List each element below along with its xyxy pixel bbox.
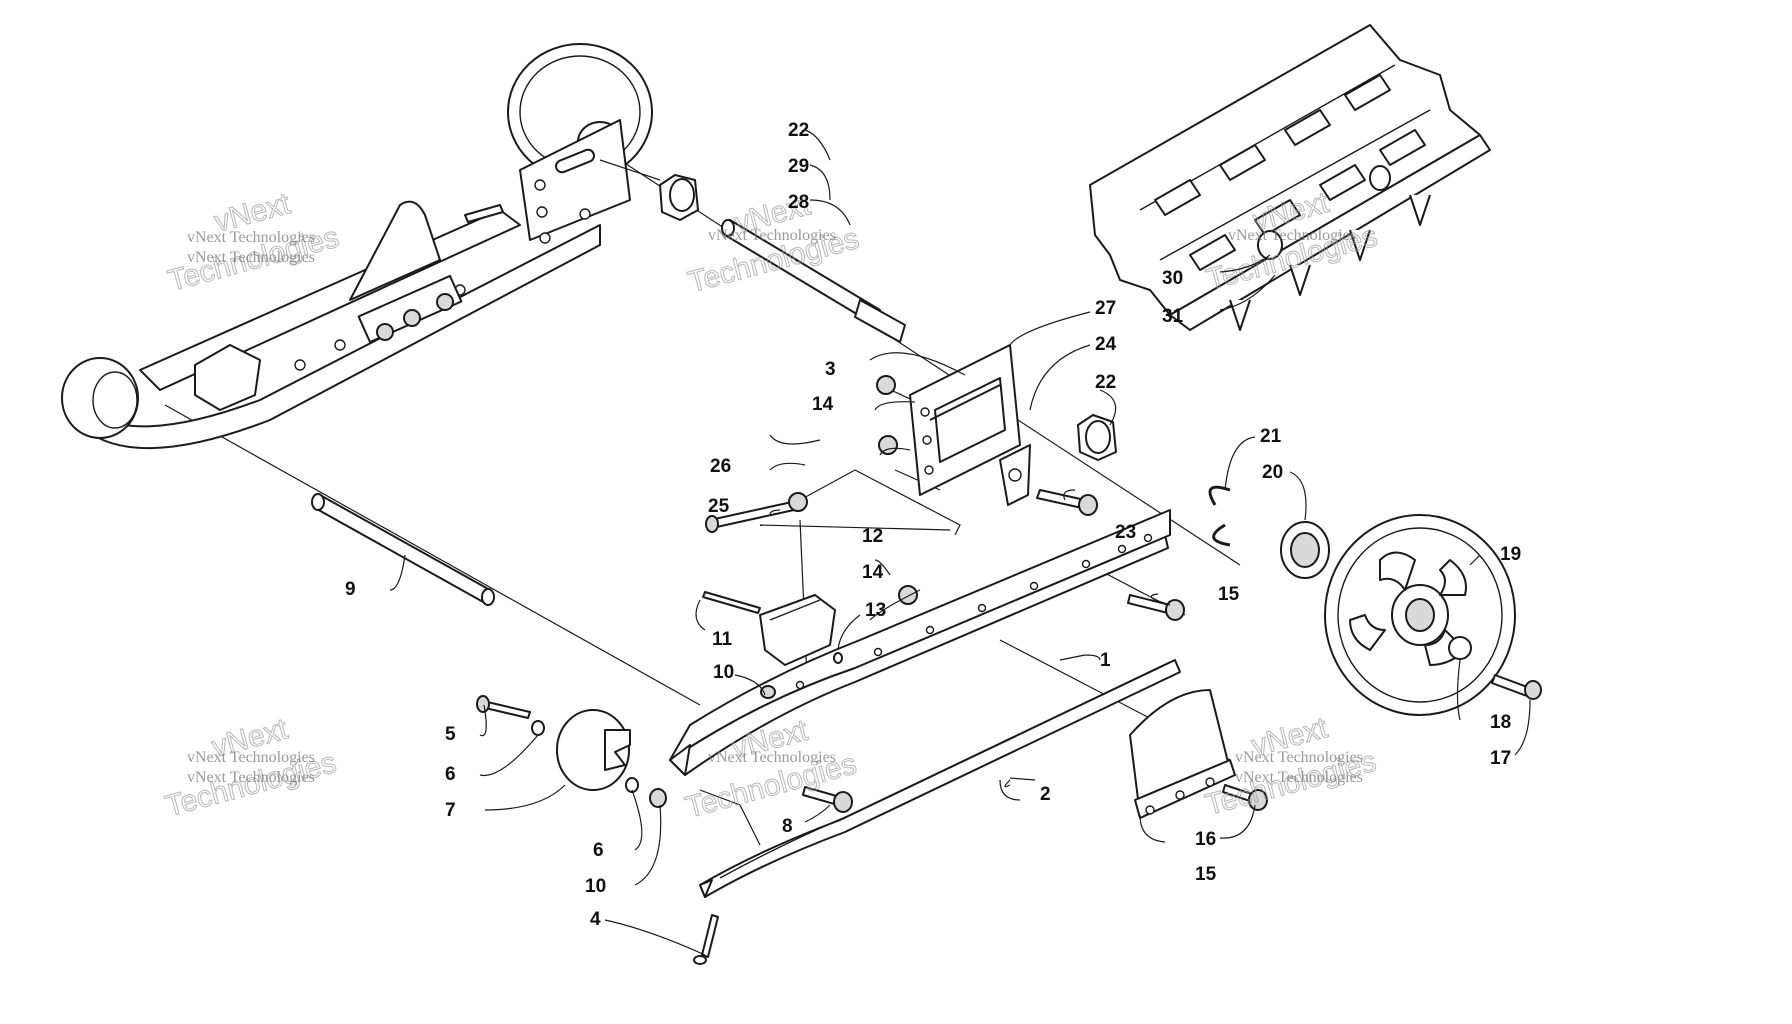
- callout-12: 12: [862, 526, 883, 547]
- callout-numbers: 1 2 3 4 5 6 7 6 10 8 9 10 11 12 13 14 14…: [345, 120, 1521, 930]
- callout-14a: 14: [812, 394, 834, 415]
- callout-3: 3: [825, 359, 836, 380]
- callout-15b: 15: [1195, 864, 1217, 885]
- callout-20: 20: [1262, 462, 1283, 483]
- svg-text:vNext Technologies: vNext Technologies: [187, 229, 315, 246]
- svg-text:vNext Technologies: vNext Technologies: [1235, 749, 1363, 766]
- wear-strip-2: [699, 659, 1181, 898]
- callout-6a: 6: [445, 764, 456, 785]
- bolt-25: [705, 492, 808, 533]
- svg-text:vNext Technologies: vNext Technologies: [1235, 769, 1363, 786]
- callout-31: 31: [1162, 306, 1184, 327]
- callout-4: 4: [590, 909, 601, 930]
- callout-16: 16: [1195, 829, 1216, 850]
- callout-28: 28: [788, 192, 809, 213]
- callout-5: 5: [445, 724, 456, 745]
- callout-6b: 6: [593, 840, 604, 861]
- svg-text:vNext Technologies: vNext Technologies: [187, 769, 315, 786]
- track-section: [1089, 24, 1491, 331]
- callout-leaders: [389, 129, 1531, 956]
- callout-18: 18: [1490, 712, 1511, 733]
- callout-11: 11: [712, 629, 733, 650]
- rail-1: [669, 509, 1185, 813]
- screw-4: [693, 914, 719, 965]
- callout-17: 17: [1490, 748, 1511, 769]
- svg-text:vNext Technologies: vNext Technologies: [708, 749, 836, 766]
- callout-25: 25: [708, 496, 730, 517]
- callout-22b: 22: [1095, 372, 1116, 393]
- callout-10a: 10: [713, 662, 734, 683]
- callout-19: 19: [1500, 544, 1521, 565]
- callout-15a: 15: [1218, 584, 1240, 605]
- callout-14b: 14: [862, 562, 884, 583]
- rear-wheel-assembly: [476, 695, 667, 808]
- callout-22a: 22: [788, 120, 809, 141]
- callout-27: 27: [1095, 298, 1116, 319]
- callout-9: 9: [345, 579, 356, 600]
- callout-2: 2: [1040, 784, 1051, 805]
- shaft-assembly: [659, 174, 906, 343]
- callout-23: 23: [1115, 522, 1136, 543]
- callout-8: 8: [782, 816, 793, 837]
- track-lugs: [1154, 74, 1426, 271]
- svg-text:vNext Technologies: vNext Technologies: [187, 749, 315, 766]
- bracket-16: [1129, 689, 1268, 819]
- callout-21: 21: [1260, 426, 1282, 447]
- axle: [311, 493, 495, 606]
- svg-text:vNext Technologies: vNext Technologies: [1228, 227, 1356, 244]
- callout-26: 26: [710, 456, 731, 477]
- callout-24: 24: [1095, 334, 1117, 355]
- svg-text:vNext Technologies: vNext Technologies: [187, 249, 315, 266]
- left-rail-assembly: [61, 43, 661, 450]
- callout-13: 13: [865, 600, 886, 621]
- callout-7: 7: [445, 800, 456, 821]
- callout-10b: 10: [585, 876, 606, 897]
- callout-29: 29: [788, 156, 809, 177]
- callout-30: 30: [1162, 268, 1183, 289]
- svg-text:vNext Technologies: vNext Technologies: [708, 227, 836, 244]
- callout-1: 1: [1100, 650, 1111, 671]
- idler-wheel-assembly: [1077, 414, 1542, 716]
- center-bracket: [876, 344, 1098, 516]
